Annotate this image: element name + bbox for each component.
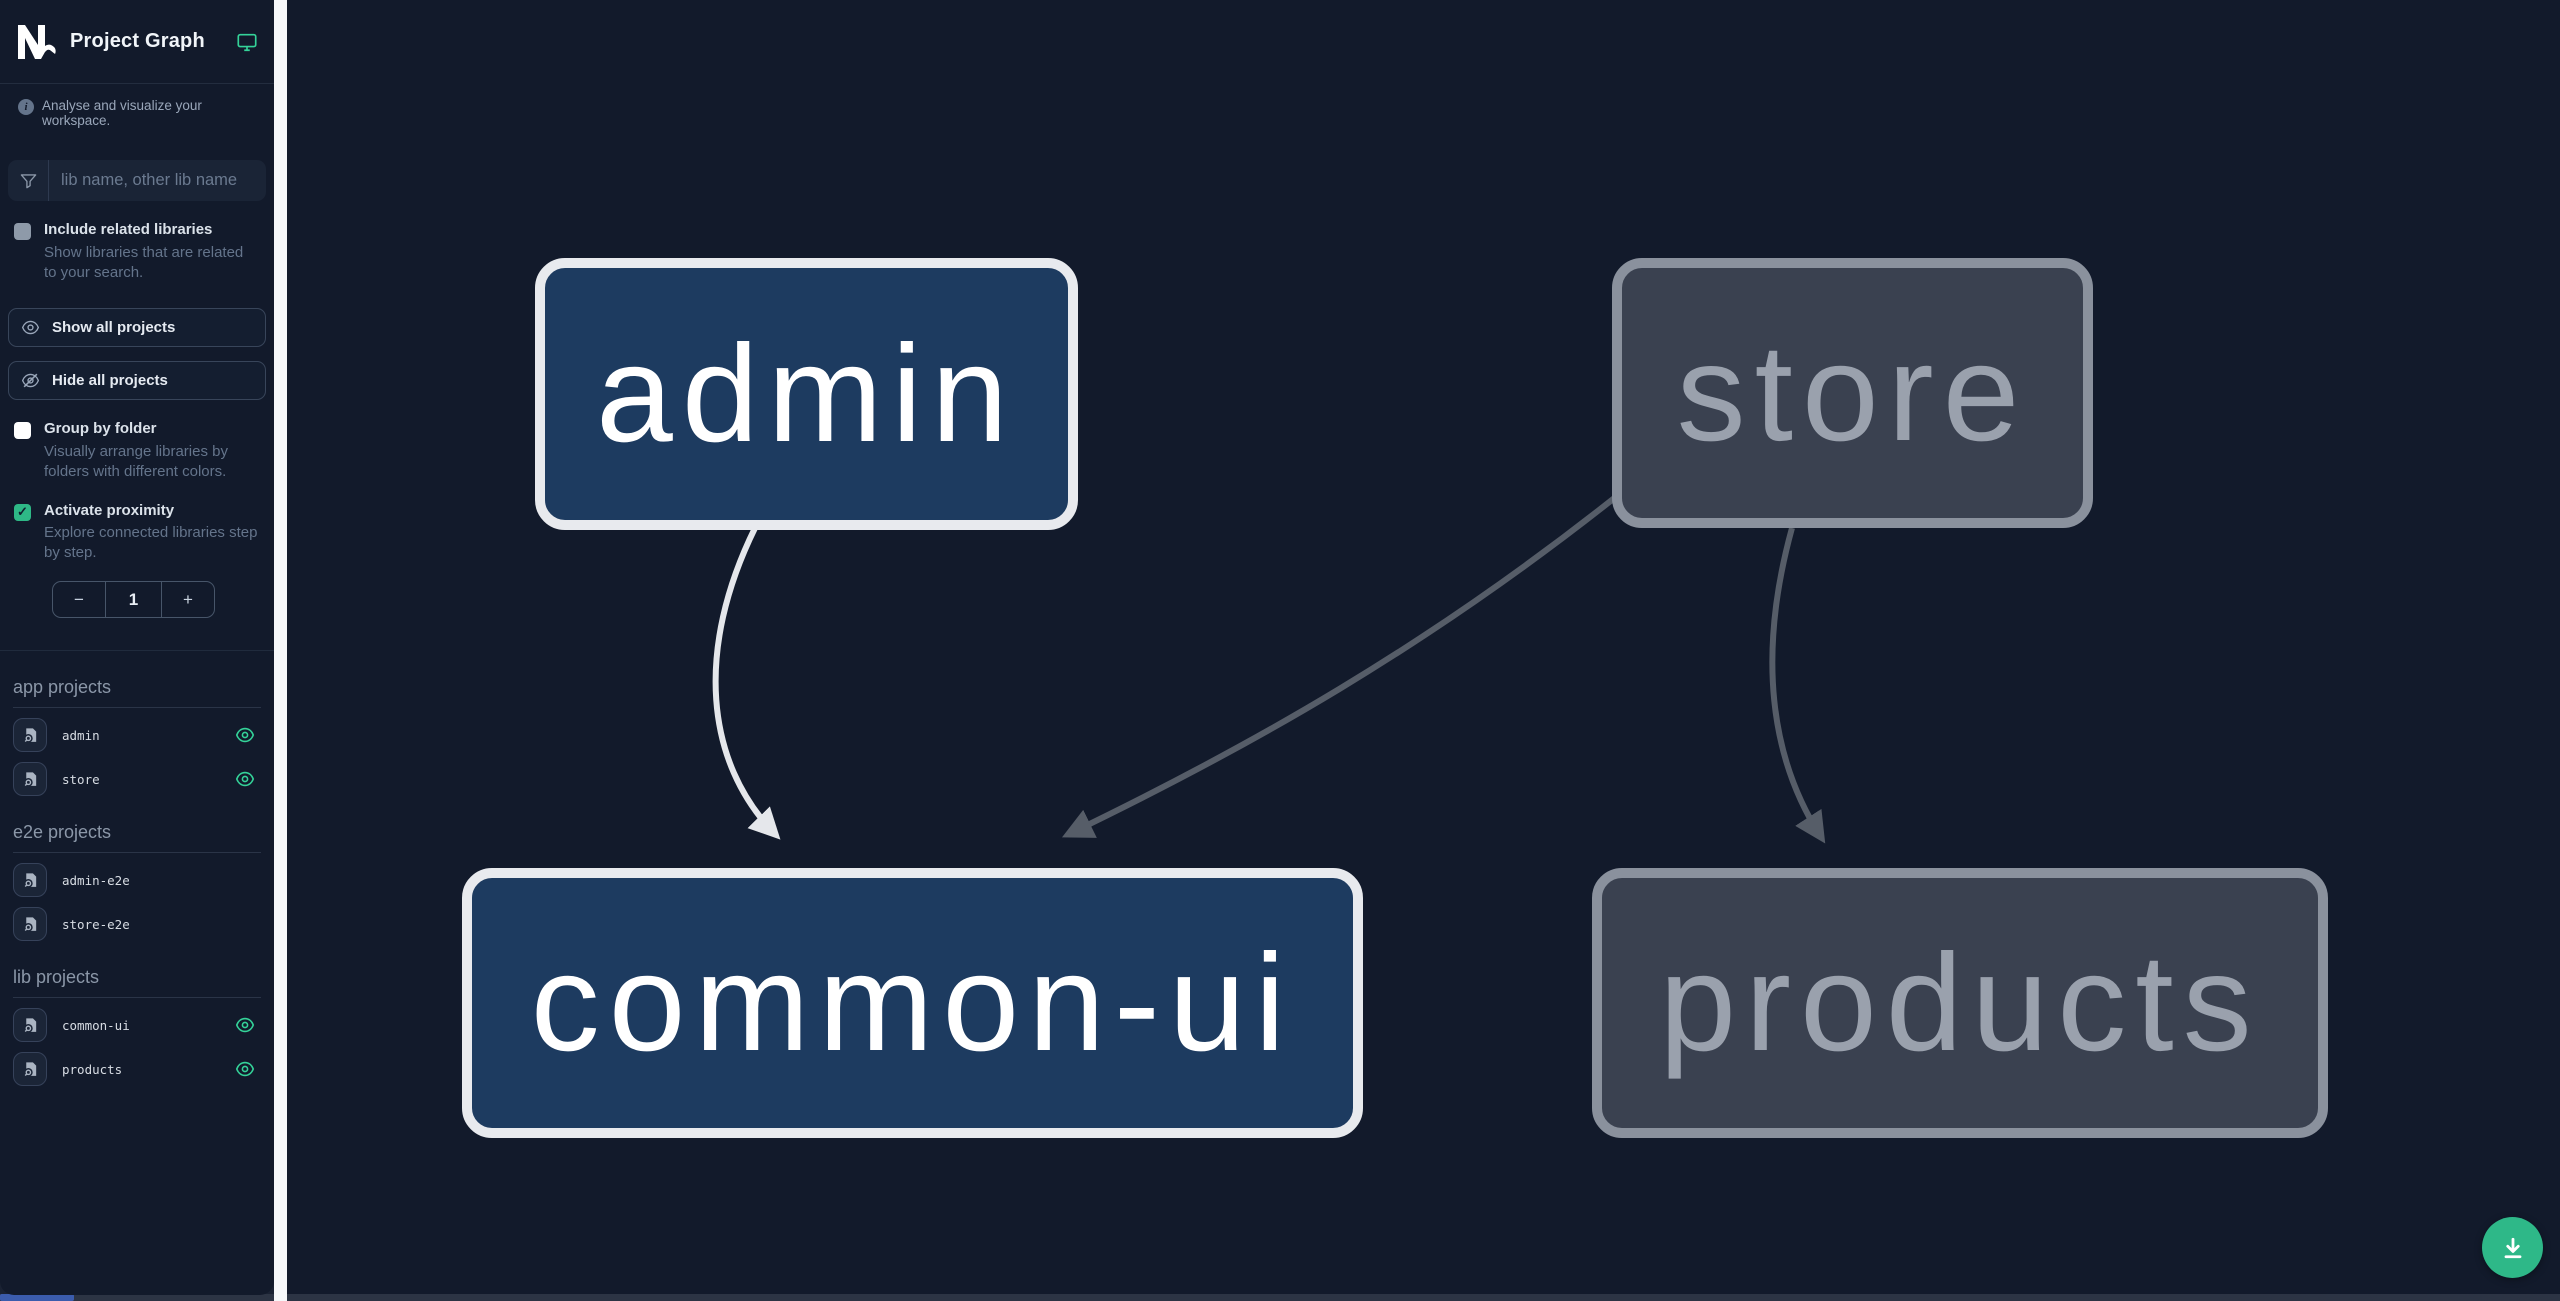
- nx-logo-icon: [18, 24, 56, 59]
- project-row-common-ui: common-ui: [13, 1008, 261, 1043]
- hide-all-projects-label: Hide all projects: [52, 372, 168, 390]
- section-e2e-projects: e2e projects admin-e2e store-e2e: [0, 822, 274, 942]
- dependency-edges: [712, 485, 1826, 844]
- graph-canvas[interactable]: admin store common-ui products: [287, 0, 2560, 1295]
- toggle-visibility-eye-icon[interactable]: [235, 725, 255, 745]
- workspace-tagline: Analyse and visualize your workspace.: [42, 98, 202, 128]
- activate-proximity-row[interactable]: ✓ Activate proximity Explore connected l…: [0, 502, 274, 563]
- sidebar-divider: [0, 650, 274, 652]
- node-label: admin: [596, 316, 1017, 471]
- toggle-visibility-eye-icon[interactable]: [235, 1015, 255, 1035]
- edge-store-to-common-ui: [1061, 485, 1629, 838]
- include-related-description: Show libraries that are related to your …: [44, 243, 244, 281]
- decrement-button[interactable]: −: [53, 582, 105, 617]
- include-related-checkbox[interactable]: [14, 223, 31, 240]
- workspace-tagline-row: i Analyse and visualize your workspace.: [0, 84, 274, 138]
- graph-node-admin[interactable]: admin: [535, 258, 1078, 530]
- section-heading: app projects: [13, 677, 261, 709]
- activate-proximity-description: Explore connected libraries step by step…: [44, 524, 258, 562]
- eye-off-icon: [21, 373, 40, 388]
- section-app-projects: app projects admin: [0, 677, 274, 797]
- project-name[interactable]: products: [62, 1061, 123, 1077]
- monitor-icon[interactable]: [236, 31, 258, 53]
- section-lib-projects: lib projects common-ui: [0, 967, 274, 1087]
- focus-project-button[interactable]: [13, 1008, 47, 1043]
- project-row-store: store: [13, 762, 261, 797]
- include-related-label: Include related libraries: [44, 221, 213, 238]
- project-row-admin-e2e: admin-e2e: [13, 863, 261, 898]
- node-label: common-ui: [530, 925, 1295, 1080]
- project-row-admin: admin: [13, 718, 261, 753]
- group-by-folder-label: Group by folder: [44, 420, 157, 438]
- toggle-visibility-eye-icon[interactable]: [235, 1059, 255, 1079]
- sidebar-resize-divider[interactable]: [274, 0, 287, 1301]
- sidebar-header: Project Graph: [0, 0, 274, 84]
- edge-admin-to-common-ui: [712, 526, 781, 840]
- proximity-depth-stepper: − 1 +: [52, 581, 215, 619]
- section-heading: lib projects: [13, 967, 261, 999]
- focus-project-button[interactable]: [13, 907, 47, 942]
- project-filter: [8, 160, 266, 201]
- search-input[interactable]: [49, 160, 266, 201]
- project-name[interactable]: store-e2e: [62, 916, 130, 932]
- focus-project-button[interactable]: [13, 1052, 47, 1087]
- activate-proximity-label: Activate proximity: [44, 501, 175, 519]
- horizontal-scrollbar[interactable]: [0, 1294, 2560, 1301]
- focus-project-button[interactable]: [13, 762, 47, 797]
- edge-store-to-products: [1769, 527, 1826, 844]
- focus-project-button[interactable]: [13, 863, 47, 898]
- eye-icon: [21, 321, 40, 335]
- node-label: products: [1659, 925, 2261, 1080]
- show-all-projects-label: Show all projects: [52, 319, 176, 337]
- activate-proximity-checkbox[interactable]: ✓: [14, 503, 31, 521]
- download-icon: [2504, 1237, 2521, 1258]
- graph-node-products[interactable]: products: [1592, 868, 2328, 1138]
- proximity-depth-value: 1: [105, 582, 162, 618]
- hide-all-projects-button[interactable]: Hide all projects: [8, 361, 266, 401]
- show-all-projects-button[interactable]: Show all projects: [8, 308, 266, 348]
- project-row-store-e2e: store-e2e: [13, 907, 261, 942]
- focus-project-button[interactable]: [13, 718, 47, 753]
- increment-button[interactable]: +: [162, 582, 214, 617]
- graph-node-store[interactable]: store: [1612, 258, 2093, 528]
- group-by-folder-row[interactable]: Group by folder Visually arrange librari…: [0, 420, 274, 481]
- sidebar: Project Graph i Analyse and visualize yo…: [0, 0, 274, 1295]
- graph-node-common-ui[interactable]: common-ui: [462, 868, 1363, 1138]
- project-name[interactable]: admin: [62, 727, 100, 743]
- group-by-folder-description: Visually arrange libraries by folders wi…: [44, 443, 228, 480]
- section-heading: e2e projects: [13, 822, 261, 854]
- include-related-row[interactable]: Include related libraries Show libraries…: [0, 221, 274, 282]
- project-name[interactable]: admin-e2e: [62, 872, 130, 888]
- page-title: Project Graph: [70, 30, 205, 52]
- filter-funnel-icon: [8, 160, 49, 201]
- group-by-folder-checkbox[interactable]: [14, 422, 31, 440]
- horizontal-scrollbar-thumb[interactable]: [0, 1294, 74, 1301]
- node-label: store: [1676, 315, 2029, 470]
- project-row-products: products: [13, 1052, 261, 1087]
- project-name[interactable]: common-ui: [62, 1017, 130, 1033]
- info-icon: i: [18, 99, 34, 115]
- download-graph-button[interactable]: [2482, 1217, 2543, 1278]
- project-name[interactable]: store: [62, 771, 100, 787]
- toggle-visibility-eye-icon[interactable]: [235, 769, 255, 789]
